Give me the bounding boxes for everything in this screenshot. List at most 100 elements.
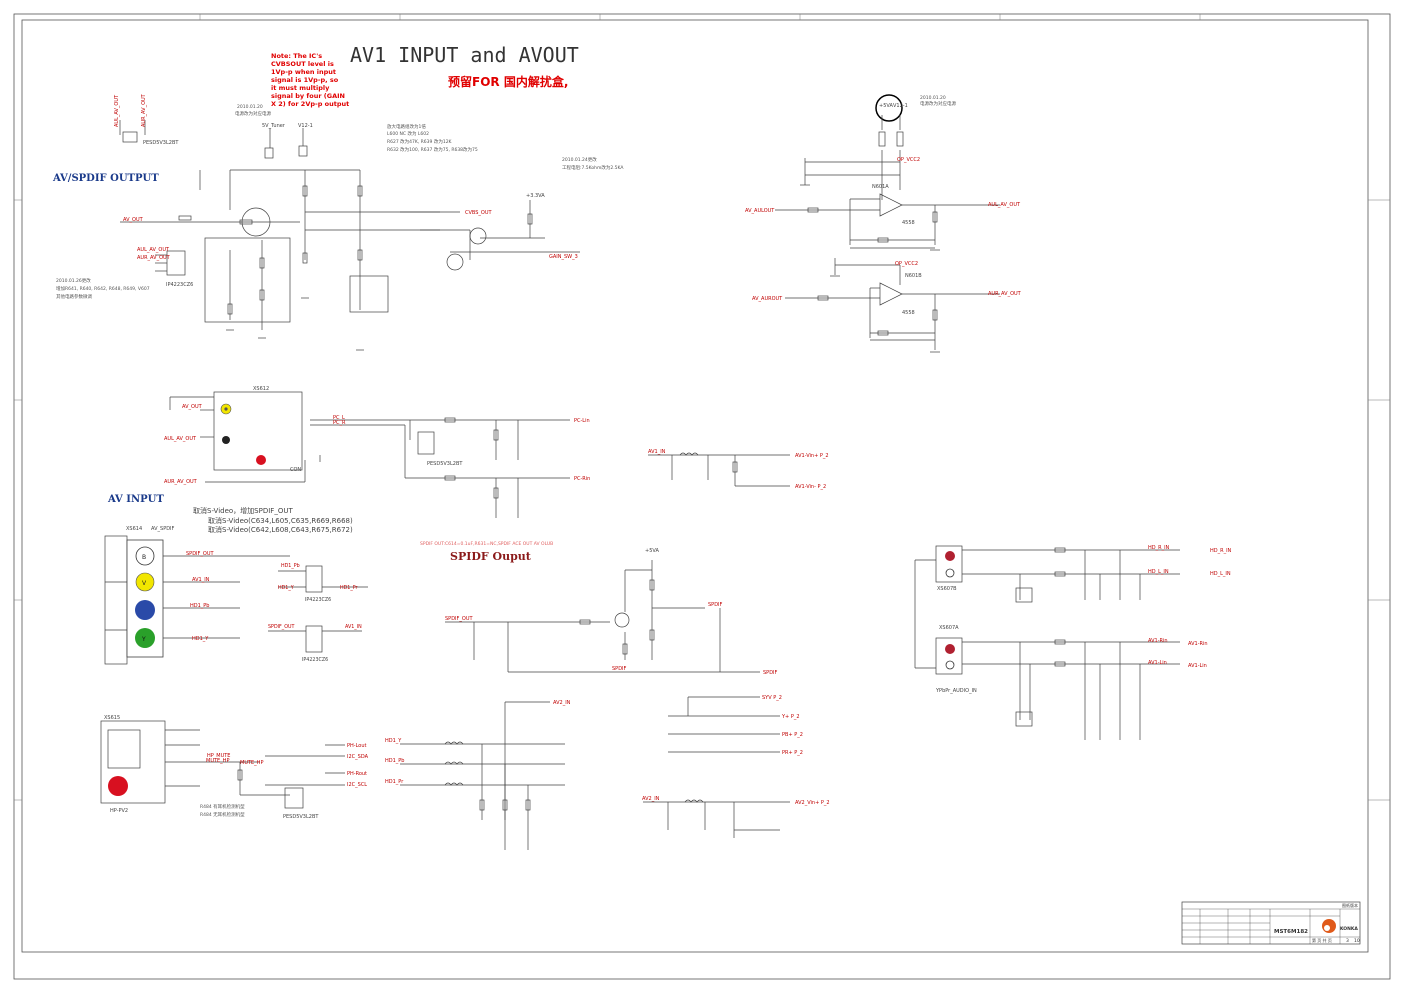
xs607-labels: XS607B XS607A YPbPr_AUDIO_IN HD_R_IN HD_…	[935, 545, 1232, 694]
svg-text:SPDIF_OUT: SPDIF_OUT	[186, 551, 214, 557]
svg-text:+5VA: +5VA	[645, 548, 659, 554]
svg-text:取消S-Video，增加SPDIF_OUT: 取消S-Video，增加SPDIF_OUT	[193, 506, 293, 515]
svg-text:3: 3	[1346, 938, 1349, 944]
opamp-labels: +5VA V12-1 OP_VCC2 OP_VCC2 N601A N601B 4…	[745, 103, 1022, 316]
svg-text:PC-Lin: PC-Lin	[574, 418, 590, 424]
svg-text:XS612: XS612	[253, 386, 269, 392]
svg-text:Y+ P_2: Y+ P_2	[781, 714, 800, 720]
svg-text:10: 10	[1354, 938, 1360, 944]
jack-letter-v: V	[142, 580, 147, 587]
svg-text:YPbPr_AUDIO_IN: YPbPr_AUDIO_IN	[935, 688, 977, 694]
svg-text:AV_SPDIF: AV_SPDIF	[151, 526, 175, 532]
hd-r-jack[interactable]	[945, 551, 955, 561]
highlight-circle	[875, 94, 903, 122]
aul-jack-black[interactable]	[222, 436, 230, 444]
svg-text:取消S-Video(C642,L608,C643,R675,: 取消S-Video(C642,L608,C643,R675,R672)	[208, 525, 353, 534]
svg-text:HD1_Pb: HD1_Pb	[190, 603, 209, 609]
engineering-notes: 2010.01.20 电源改为对应电源 放大电路组改为1倍 L600 NC 改为…	[56, 95, 956, 818]
svg-text:AUL_AV_OUT: AUL_AV_OUT	[114, 94, 120, 127]
section-av-input: AV INPUT	[107, 494, 164, 505]
spdif-circuit	[445, 560, 760, 673]
section-av-spdif-output: AV/SPDIF OUTPUT	[52, 173, 159, 184]
svg-text:MUTE_HP: MUTE_HP	[240, 760, 263, 766]
svg-text:SYV P_2: SYV P_2	[762, 695, 782, 701]
svg-text:CVBS_OUT: CVBS_OUT	[465, 210, 493, 216]
hp-jack-red[interactable]	[108, 776, 128, 796]
svg-text:AV1-Vin+ P_2: AV1-Vin+ P_2	[795, 453, 829, 459]
video-jack-yellow[interactable]	[135, 572, 155, 592]
svg-text:SPDIF: SPDIF	[763, 670, 778, 676]
svg-text:AV2_IN: AV2_IN	[553, 700, 571, 706]
svg-text:放大电路组改为1倍: 放大电路组改为1倍	[387, 123, 426, 130]
svg-text:SPDIF: SPDIF	[708, 602, 723, 608]
svg-text:PC_L: PC_L	[333, 415, 345, 421]
xs607-circuit	[914, 545, 1180, 740]
ic-level-note: Note: The IC's CVBSOUT level is 1Vp-p wh…	[271, 52, 349, 108]
svg-text:AUL_AV_OUT: AUL_AV_OUT	[137, 247, 170, 253]
xs612-circuit	[169, 391, 570, 518]
svg-text:R484 无耳机检测机型: R484 无耳机检测机型	[200, 811, 245, 818]
xs612-labels: XS612 CON AV_OUT AUL_AV_OUT AUR_AV_OUT P…	[164, 386, 590, 485]
inner-border	[21, 19, 1369, 953]
svg-text:PB+ P_2: PB+ P_2	[782, 732, 803, 738]
svg-text:2010.01.20: 2010.01.20	[920, 95, 946, 101]
svg-text:IP4223CZ6: IP4223CZ6	[302, 657, 328, 663]
svg-text:HD_R_IN: HD_R_IN	[1210, 548, 1232, 554]
svg-text:2010.01.24更改: 2010.01.24更改	[562, 156, 597, 163]
svg-text:HP-PV2: HP-PV2	[110, 808, 128, 814]
svg-text:HD1_Y: HD1_Y	[385, 738, 402, 744]
svg-text:AUR_AV_OUT: AUR_AV_OUT	[141, 93, 147, 127]
svg-text:电源改为对应电源: 电源改为对应电源	[920, 100, 956, 107]
svg-text:I2C_SCL: I2C_SCL	[347, 782, 367, 788]
av1-filter	[648, 452, 790, 487]
y-jack-green[interactable]	[135, 628, 155, 648]
spdif-jack-white[interactable]	[135, 546, 155, 566]
svg-text:Note: The IC's: Note: The IC's	[271, 52, 322, 60]
jack-letter-b: B	[142, 554, 146, 561]
page-title: AV1 INPUT and AVOUT	[350, 43, 579, 67]
svg-text:4558: 4558	[902, 220, 915, 226]
svg-text:R484 有耳机检测机型: R484 有耳机检测机型	[200, 803, 245, 810]
svideo-notes: 取消S-Video，增加SPDIF_OUT 取消S-Video(C634,L60…	[193, 506, 353, 534]
svg-text:IP4223CZ6: IP4223CZ6	[305, 597, 331, 603]
outer-border	[13, 13, 1391, 980]
svg-text:signal by four (GAIN: signal by four (GAIN	[271, 92, 345, 100]
svg-text:HD1_Pb: HD1_Pb	[385, 758, 404, 764]
svg-text:电源改为对应电源: 电源改为对应电源	[235, 110, 271, 117]
hd-l-jack[interactable]	[945, 568, 955, 578]
svg-text:AV1-Lin: AV1-Lin	[1148, 660, 1167, 666]
svg-text:图纸版本: 图纸版本	[1342, 902, 1358, 908]
svg-text:HP_MUTE: HP_MUTE	[207, 753, 230, 759]
pb-jack-blue[interactable]	[135, 600, 155, 620]
svg-text:V12-1: V12-1	[298, 123, 313, 129]
hp-labels: XS615 HP-PV2 HP_MUTE MUTE_HP MUTE_HP PH-…	[104, 715, 369, 820]
jack-letter-y: Y	[141, 636, 146, 643]
opamp-circuit	[775, 94, 1000, 353]
svg-text:it must multiply: it must multiply	[271, 84, 330, 92]
aur-jack-red[interactable]	[256, 455, 266, 465]
av-output-circuit	[119, 120, 580, 351]
svg-text:PR+ P_2: PR+ P_2	[782, 750, 803, 756]
svg-text:PC-Rin: PC-Rin	[574, 476, 590, 482]
svg-text:AV1_IN: AV1_IN	[648, 449, 666, 455]
svg-text:HD1_Pr: HD1_Pr	[385, 779, 404, 785]
svg-text:4558: 4558	[902, 310, 915, 316]
svg-text:X 2) for 2Vp-p output: X 2) for 2Vp-p output	[271, 100, 349, 108]
svg-text:MUTE_HP: MUTE_HP	[206, 758, 229, 764]
xs615-headphone	[100, 720, 345, 809]
svg-text:XS615: XS615	[104, 715, 120, 721]
model-number: MST6M182	[1274, 929, 1308, 935]
av1-l-jack[interactable]	[945, 660, 955, 670]
svg-text:AV1-Vin- P_2: AV1-Vin- P_2	[795, 484, 826, 490]
av1-r-jack[interactable]	[945, 644, 955, 654]
svg-text:PESD5V3L2BT: PESD5V3L2BT	[427, 461, 463, 467]
svg-text:signal is 1Vp-p, so: signal is 1Vp-p, so	[271, 76, 339, 84]
ypbpr-labels: HD1_Y HD1_Pb HD1_Pr AV2_IN Y+ P_2 PB+ P_…	[385, 695, 830, 806]
svg-text:HD_L_IN: HD_L_IN	[1148, 569, 1169, 575]
zone-ticks	[14, 14, 1390, 801]
svg-text:HD1_Y: HD1_Y	[278, 585, 294, 591]
xs614-labels: XS614 AV_SPDIF SPDIF_OUT AV1_IN HD1_Pb H…	[126, 526, 214, 642]
svg-text:AV_AULOUT: AV_AULOUT	[745, 208, 775, 214]
svg-text:AUL_AV_OUT: AUL_AV_OUT	[164, 436, 197, 442]
svg-text:工程电阻:7.5Kohm改为2.5KA: 工程电阻:7.5Kohm改为2.5KA	[562, 164, 624, 171]
